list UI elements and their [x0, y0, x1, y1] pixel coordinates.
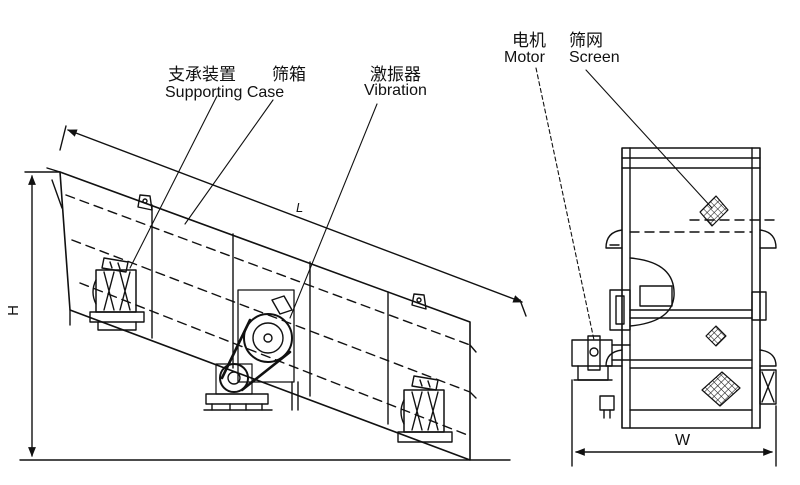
width-dimension-label: W: [675, 432, 691, 449]
width-dimension: [571, 379, 777, 467]
height-dimension-label: H: [4, 305, 22, 316]
vibrator-assembly: [203, 289, 299, 411]
length-dimension-label: L: [296, 200, 304, 215]
supporting-case-en-label: Supporting Case: [165, 84, 285, 101]
screen-box-cn-label: 筛箱: [272, 65, 306, 85]
screen-cn-label: 筛网: [569, 31, 603, 51]
end-frame: [599, 147, 781, 429]
vibrator-en-label: Vibration: [364, 82, 427, 99]
length-dimension: [59, 125, 527, 317]
end-view: [535, 67, 781, 467]
vibrator-cn-label: 激振器: [370, 65, 421, 85]
motor-en-label: Motor: [504, 49, 545, 66]
motor: [571, 335, 631, 381]
screen-mesh: [699, 195, 741, 407]
supporting-case-cn-label: 支承装置: [168, 65, 236, 85]
screen-en-label: Screen: [569, 49, 620, 66]
leader-lines-side: [129, 95, 378, 319]
right-support: [397, 375, 453, 443]
height-dimension: [19, 171, 511, 461]
motor-cn-label: 电机: [512, 31, 546, 51]
side-view: [19, 95, 527, 461]
left-support: [89, 257, 145, 331]
screen-box: [59, 171, 477, 461]
leader-lines-end: [535, 67, 713, 341]
